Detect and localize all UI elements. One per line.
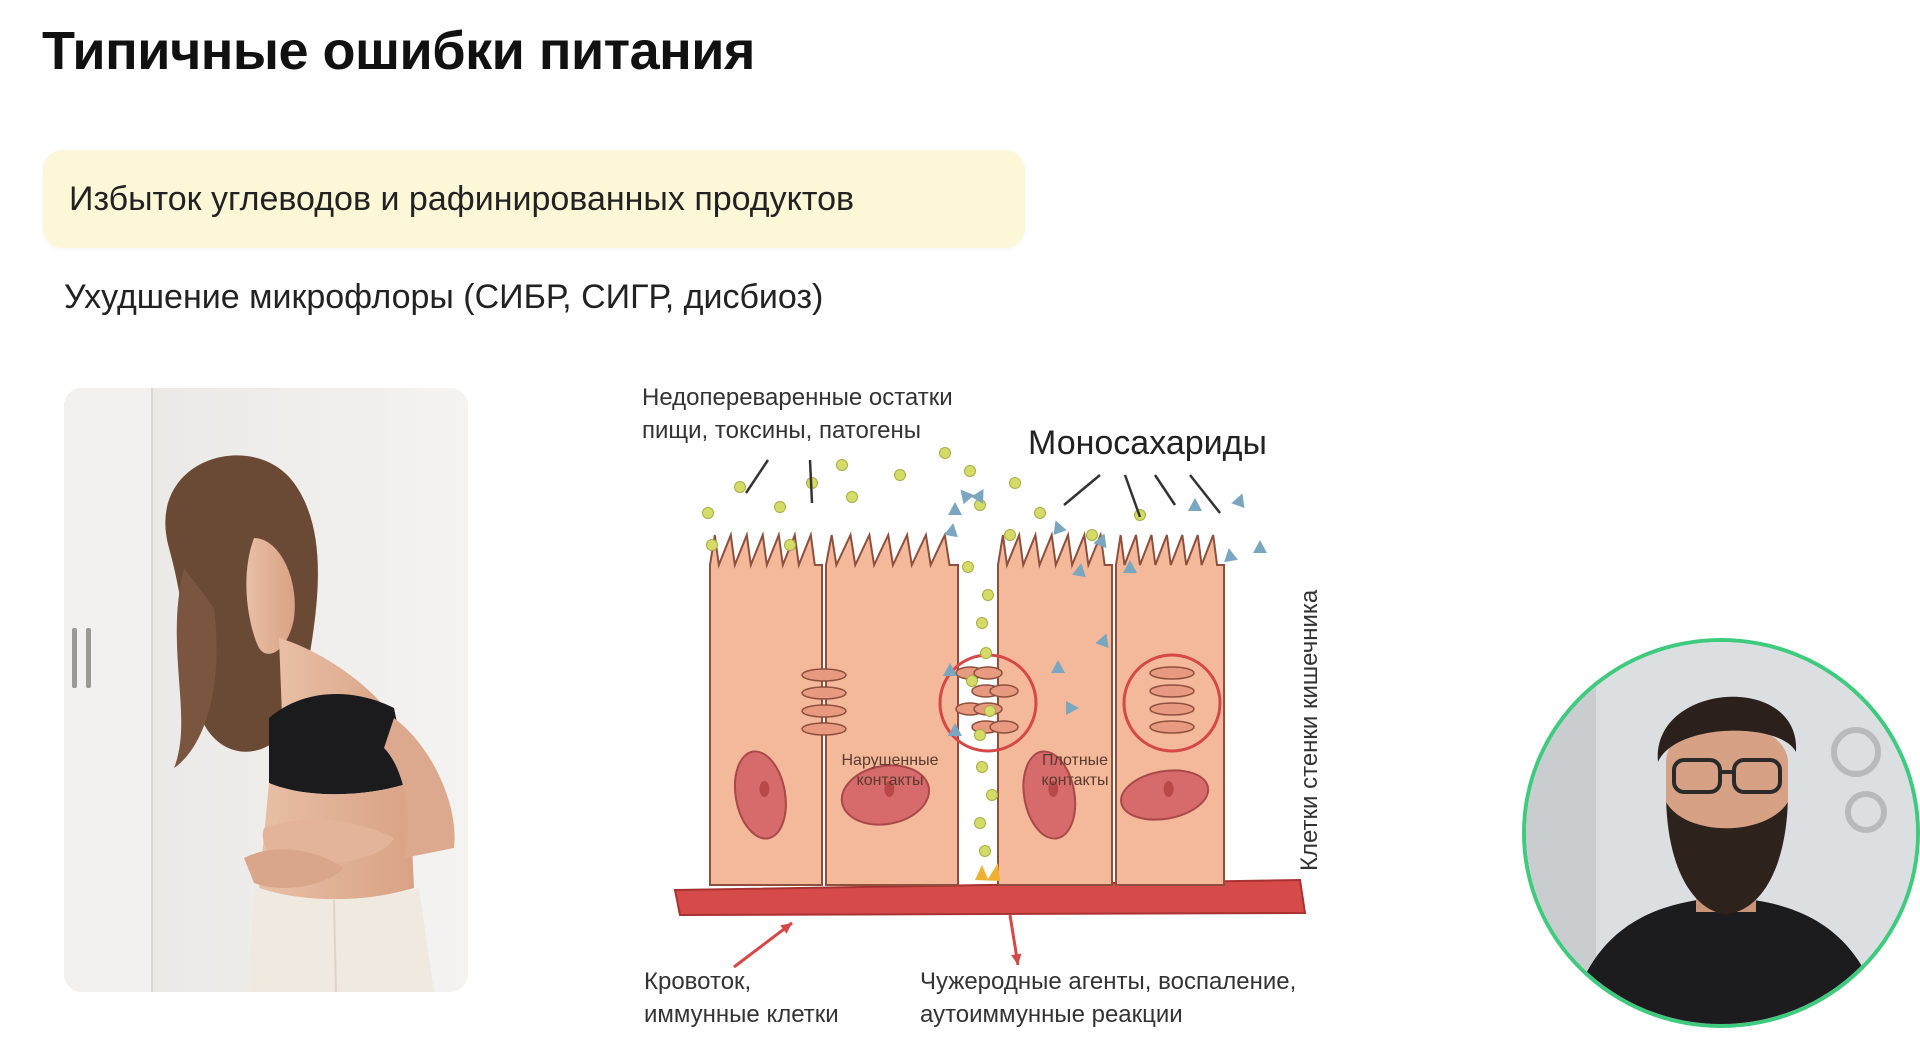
particle-triangle: [960, 489, 975, 505]
label-tight-contacts: Плотные контакты: [1041, 752, 1109, 789]
label-foreign-agents: Чужеродные агенты, воспаление, аутоиммун…: [920, 968, 1297, 1028]
particle-triangle: [970, 488, 984, 504]
particle-triangle: [1095, 633, 1109, 649]
slide-title: Типичные ошибки питания: [42, 21, 755, 81]
particle-triangle: [1066, 701, 1079, 715]
tight-junction: [1149, 666, 1195, 680]
tight-junction: [1149, 684, 1195, 698]
particle-dot: [706, 539, 718, 551]
particle-dot: [979, 845, 991, 857]
pointer-line: [808, 459, 814, 504]
highlight-box: Избыток углеводов и рафинированных проду…: [43, 150, 1025, 248]
nucleolus: [884, 781, 895, 797]
particle-triangle: [1093, 533, 1107, 549]
label-intestinal-cells: Клетки стенки кишечника: [1296, 589, 1323, 871]
particle-dot: [702, 507, 714, 519]
nucleolus: [1048, 781, 1059, 797]
particle-dot: [1009, 477, 1021, 489]
label-undigested-food: Недопереваренные остатки пищи, токсины, …: [642, 384, 953, 444]
particle-dot: [962, 561, 974, 573]
particle-dot: [964, 465, 976, 477]
broken-junction: [989, 720, 1019, 734]
particle-triangle: [1051, 660, 1065, 673]
particle-dot: [976, 761, 988, 773]
tight-junction: [1149, 702, 1195, 716]
particle-dot: [846, 491, 858, 503]
highlight-text: Избыток углеводов и рафинированных проду…: [69, 180, 855, 218]
particle-triangle: [1231, 493, 1245, 509]
particle-triangle: [948, 502, 962, 515]
particle-dot: [1086, 529, 1098, 541]
tight-junction: [801, 668, 847, 682]
tight-junction: [801, 686, 847, 700]
particle-triangle: [1072, 563, 1086, 578]
particle-dot: [1034, 507, 1046, 519]
particle-triangle: [1224, 548, 1238, 563]
particle-triangle: [943, 663, 957, 676]
particle-dot: [974, 729, 986, 741]
particle-dot: [974, 817, 986, 829]
woman-holding-stomach-photo: [64, 388, 468, 992]
particle-triangle: [1253, 540, 1267, 553]
particle-dot: [894, 469, 906, 481]
particle-dot: [966, 675, 978, 687]
pointer-line: [1123, 474, 1142, 518]
subtitle: Ухудшение микрофлоры (СИБР, СИГР, дисбио…: [64, 278, 824, 316]
particle-dot: [984, 705, 996, 717]
particle-triangle: [948, 723, 962, 736]
particle-triangle: [1188, 498, 1202, 511]
particle-dot: [1004, 529, 1016, 541]
broken-junction: [973, 666, 1003, 680]
particle-dot: [774, 501, 786, 513]
particle-dot: [939, 447, 951, 459]
pointer-line: [1063, 474, 1101, 506]
pointer-line: [1189, 474, 1221, 514]
particle-dot: [976, 617, 988, 629]
particle-triangle: [1123, 560, 1137, 573]
intestinal-wall-diagram: Недопереваренные остатки пищи, токсины, …: [620, 375, 1380, 1045]
tight-junction: [1149, 720, 1195, 734]
cell-nucleus: [1022, 750, 1077, 840]
particle-dot: [980, 647, 992, 659]
particle-dot: [982, 589, 994, 601]
rupture-mark: [975, 863, 1000, 881]
label-broken-contacts: Нарушенные контакты: [841, 752, 939, 789]
label-monosaccharides: Моносахариды: [1028, 424, 1267, 462]
particle-triangle: [944, 523, 958, 538]
tight-junction: [801, 722, 847, 736]
pointer-arrowhead: [1011, 953, 1022, 965]
pointer-line: [733, 921, 793, 969]
pointer-line: [1153, 474, 1177, 506]
particle-triangle: [1053, 520, 1067, 536]
cell-nucleus: [733, 750, 787, 840]
cell-nucleus: [840, 764, 931, 826]
diagram-graphic: [673, 447, 1307, 969]
cell-nucleus: [1120, 769, 1210, 821]
particle-dot: [784, 539, 796, 551]
nucleolus: [1163, 781, 1174, 797]
nucleolus: [759, 781, 770, 797]
particle-dot: [986, 789, 998, 801]
broken-junction: [989, 684, 1019, 698]
particle-dot: [734, 481, 746, 493]
pointer-arrowhead: [780, 923, 792, 934]
particle-dot: [836, 459, 848, 471]
tight-junction: [801, 704, 847, 718]
pointer-line: [744, 459, 770, 494]
tight-contacts-marker: [1122, 653, 1222, 753]
presenter-webcam-feed: [1522, 638, 1920, 1028]
label-blood-flow: Кровоток, иммунные клетки: [644, 968, 839, 1028]
